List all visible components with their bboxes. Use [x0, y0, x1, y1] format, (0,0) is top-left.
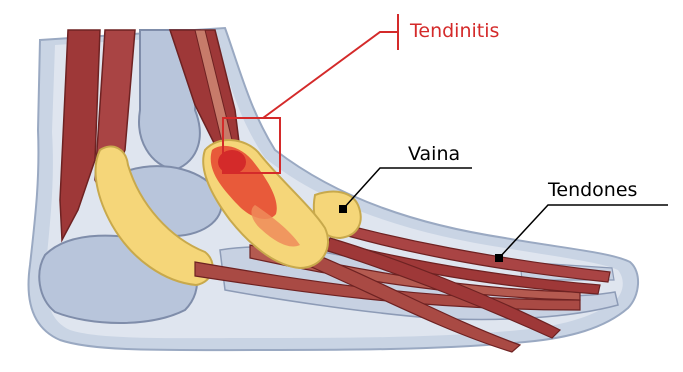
tendinitis-label: Tendinitis — [410, 20, 499, 42]
vaina-label: Vaina — [408, 143, 460, 165]
tendones-label: Tendones — [548, 179, 637, 201]
tendinitis-leader-line — [263, 32, 398, 118]
